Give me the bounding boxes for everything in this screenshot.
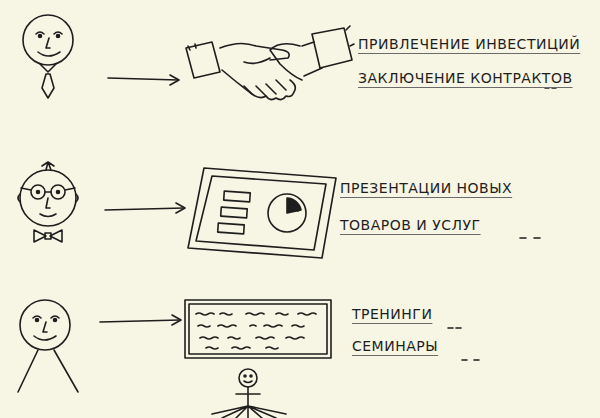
dashes — [520, 237, 540, 239]
label-text: СЕМИНАРЫ — [352, 328, 552, 365]
arrow — [100, 315, 181, 325]
label-text: ТРЕНИНГИ — [352, 296, 552, 333]
board-icon — [185, 300, 331, 358]
presentation-screen-icon — [188, 168, 336, 258]
dashes — [545, 87, 556, 89]
label-text: ПРЕЗЕНТАЦИИ НОВЫХ ТОВАРОВ И УСЛУГ — [340, 170, 540, 244]
face-businessman — [23, 15, 73, 98]
arrow — [108, 75, 179, 85]
dashes — [448, 328, 479, 360]
label-text: ЗАКЛЮЧЕНИЕ КОНТРАКТОВ — [358, 60, 594, 97]
small-person — [212, 369, 286, 418]
face-trainer — [18, 300, 78, 392]
face-glasses — [18, 162, 78, 242]
label-text: ПРИВЛЕЧЕНИЕ ИНВЕСТИЦИЙ — [358, 26, 594, 63]
arrow — [105, 203, 185, 213]
handshake-icon — [186, 26, 354, 100]
